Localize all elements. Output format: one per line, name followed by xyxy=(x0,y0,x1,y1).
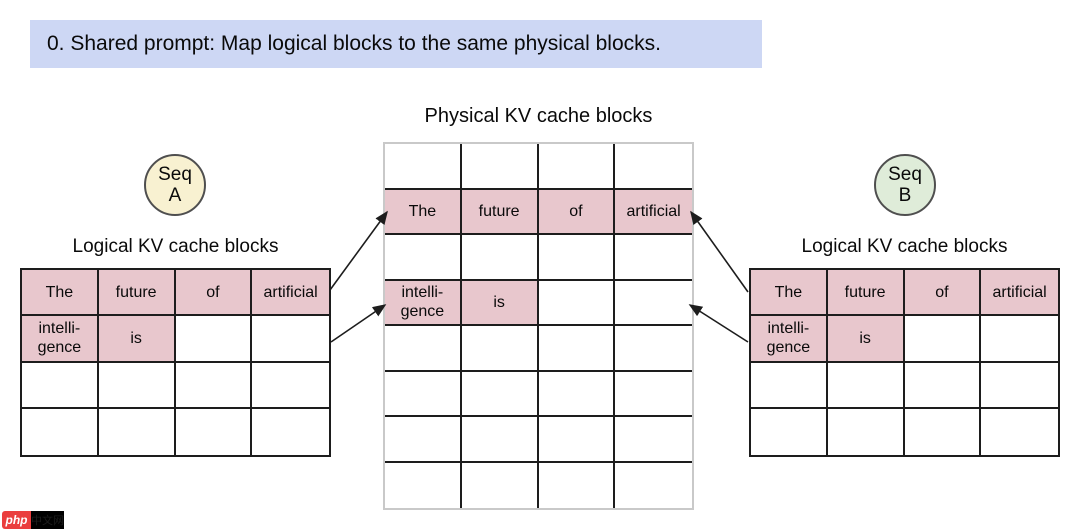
table-cell xyxy=(252,363,329,409)
table-cell xyxy=(385,462,462,508)
table-cell xyxy=(615,463,692,509)
table-cell: of xyxy=(538,189,616,235)
table-cell xyxy=(538,371,616,417)
table-cell: artificial xyxy=(615,189,692,235)
table-cell: intelli- gence xyxy=(385,280,462,326)
table-cell: artificial xyxy=(252,270,329,317)
php-logo-red-badge: php xyxy=(2,511,31,529)
table-cell: artificial xyxy=(981,270,1058,317)
table-cell xyxy=(827,362,905,409)
table-cell xyxy=(385,326,462,372)
table-cell xyxy=(751,362,828,409)
table-cell xyxy=(461,144,539,190)
table-cell xyxy=(615,372,692,417)
table-cell xyxy=(461,371,539,417)
table-cell xyxy=(99,408,176,455)
php-watermark-logo: php 中文网 xyxy=(2,511,64,529)
table-cell xyxy=(176,408,253,455)
table-cell xyxy=(462,462,539,508)
table-cell xyxy=(981,409,1058,455)
table-cell xyxy=(538,326,616,372)
table-cell: future xyxy=(461,189,539,235)
table-cell xyxy=(461,326,539,372)
table-cell xyxy=(252,409,329,455)
table-cell xyxy=(615,417,692,463)
table-cell xyxy=(252,316,329,363)
table-cell: intelli- gence xyxy=(22,316,99,363)
table-cell xyxy=(538,417,616,463)
table-cell xyxy=(98,362,176,409)
table-cell xyxy=(385,235,462,281)
table-cell: is xyxy=(461,280,539,326)
table-cell xyxy=(538,280,616,326)
step-banner: 0. Shared prompt: Map logical blocks to … xyxy=(30,20,762,68)
step-banner-text: 0. Shared prompt: Map logical blocks to … xyxy=(47,32,661,55)
arrow-b-block1 xyxy=(688,304,749,343)
table-cell: intelli- gence xyxy=(751,316,828,363)
table-cell: future xyxy=(827,270,905,317)
table-cell xyxy=(615,144,692,190)
table-cell xyxy=(22,408,99,455)
table-cell: The xyxy=(385,189,462,235)
table-cell xyxy=(538,144,616,190)
table-cell xyxy=(461,235,539,281)
table-cell xyxy=(538,235,616,281)
arrow-b-block0 xyxy=(690,210,749,293)
table-cell xyxy=(175,362,253,409)
logical-table-b-label: Logical KV cache blocks xyxy=(801,236,1008,257)
sequence-a-badge: Seq A xyxy=(144,154,206,216)
table-cell xyxy=(615,235,692,281)
table-cell xyxy=(615,281,692,326)
table-cell xyxy=(828,408,905,455)
table-cell xyxy=(981,316,1058,363)
table-cell xyxy=(981,363,1058,409)
table-cell xyxy=(905,408,982,455)
table-cell xyxy=(751,408,828,455)
table-cell xyxy=(385,371,462,417)
table-cell xyxy=(175,316,253,363)
table-cell xyxy=(615,326,692,372)
arrow-a-block0 xyxy=(329,210,388,291)
table-cell: of xyxy=(904,270,982,317)
table-cell xyxy=(461,417,539,463)
table-cell xyxy=(904,316,982,363)
table-cell xyxy=(539,462,616,508)
table-cell: is xyxy=(98,316,176,363)
php-logo-black-badge: 中文网 xyxy=(31,511,64,529)
sequence-b-badge: Seq B xyxy=(874,154,936,216)
table-cell xyxy=(904,362,982,409)
table-cell: future xyxy=(98,270,176,317)
table-cell: of xyxy=(175,270,253,317)
physical-table-title: Physical KV cache blocks xyxy=(424,105,653,127)
arrow-a-block1 xyxy=(330,304,387,343)
table-cell xyxy=(22,362,99,409)
table-cell: The xyxy=(751,270,828,317)
table-cell xyxy=(385,144,462,190)
logical-table-a-label: Logical KV cache blocks xyxy=(72,236,279,257)
table-cell xyxy=(385,417,462,463)
table-cell: is xyxy=(827,316,905,363)
table-cell: The xyxy=(22,270,99,317)
